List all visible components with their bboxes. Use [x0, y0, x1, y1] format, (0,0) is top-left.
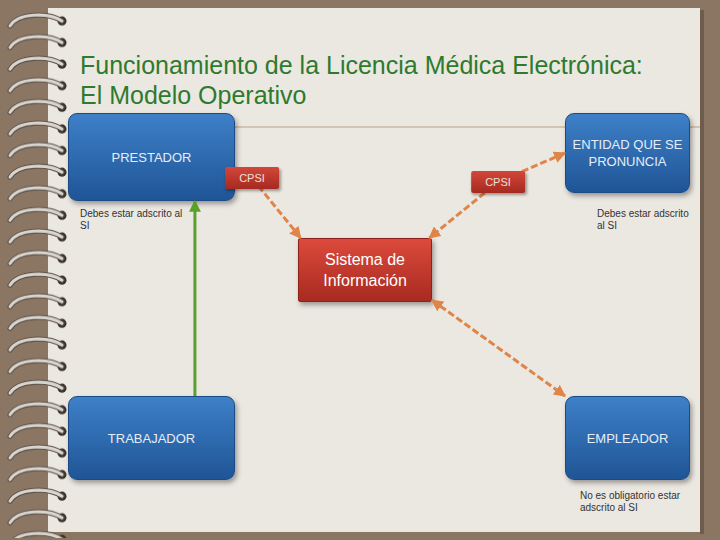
actor-box: ENTIDAD QUE SE PRONUNCIA — [565, 113, 690, 193]
edge-label: CPSI — [225, 167, 279, 189]
node-text: ENTIDAD QUE SE PRONUNCIA — [570, 136, 685, 170]
page-shadow — [700, 10, 704, 534]
node-text: TRABAJADOR — [108, 430, 195, 447]
node-text: EMPLEADOR — [587, 430, 669, 447]
connector-arrow — [429, 153, 565, 238]
slide-title: Funcionamiento de la Licencia Médica Ele… — [80, 50, 660, 110]
actor-box: PRESTADOR — [68, 113, 235, 201]
page-sheet — [48, 8, 700, 532]
note-text: Debes estar adscrito al SI — [597, 208, 692, 232]
note-text: No es obligatorio estar adscrito al SI — [580, 490, 698, 514]
connector-arrow — [193, 201, 196, 396]
node-text: Sistema de Información — [303, 249, 427, 291]
actor-box: TRABAJADOR — [68, 396, 235, 480]
system-box: Sistema de Información — [298, 238, 432, 302]
connector-arrow — [432, 300, 565, 396]
note-text: Debes estar adscrito al SI — [80, 208, 188, 232]
actor-box: EMPLEADOR — [565, 396, 690, 480]
edge-label: CPSI — [471, 171, 525, 193]
node-text: PRESTADOR — [112, 149, 192, 166]
